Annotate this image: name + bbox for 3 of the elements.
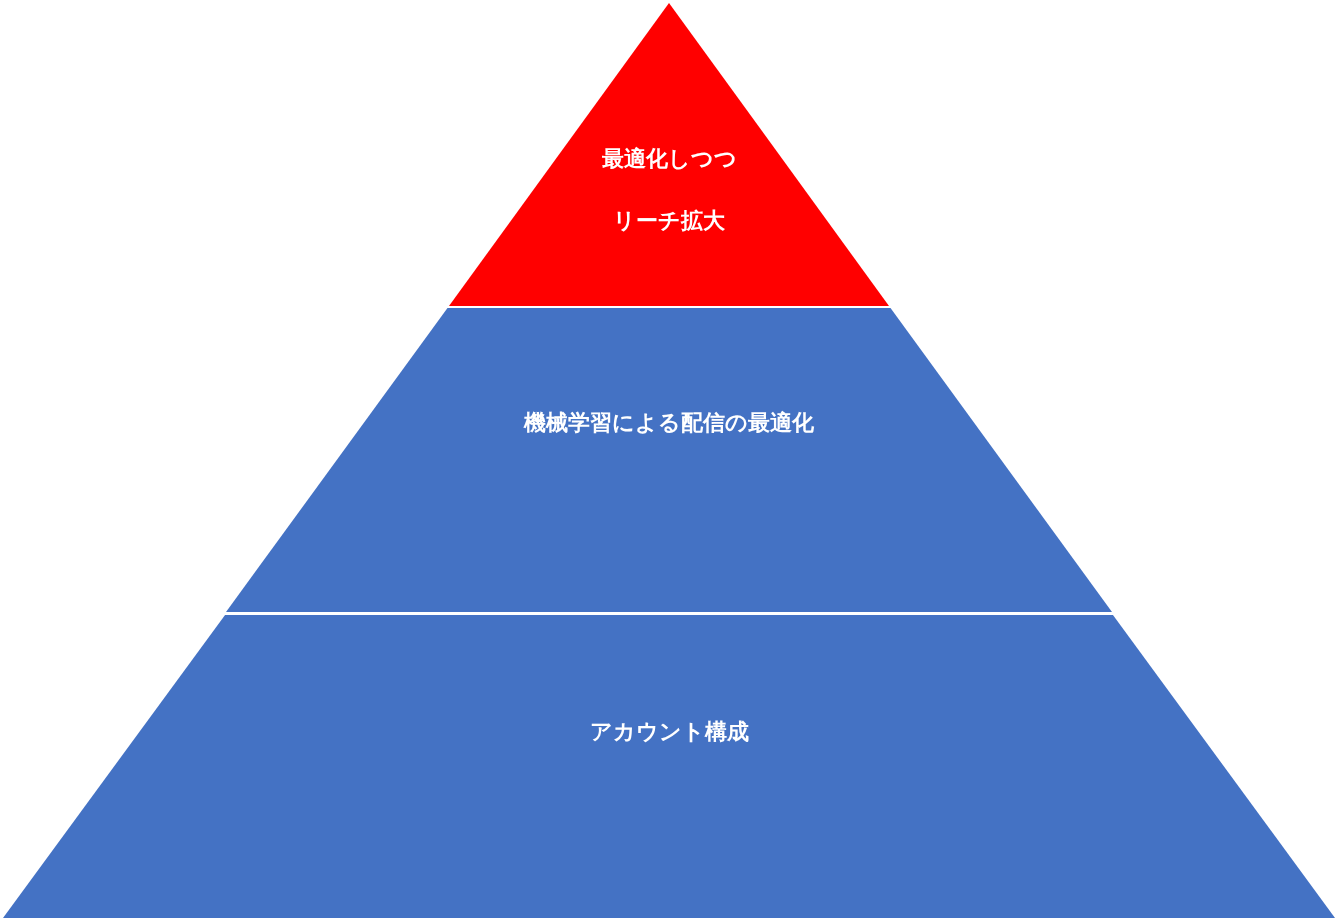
tier-label: アカウント構成 [588,718,750,746]
tier-label: 最適化しつつリーチ拡大 [600,145,738,235]
tier-label: 機械学習による配信の最適化 [522,409,815,437]
